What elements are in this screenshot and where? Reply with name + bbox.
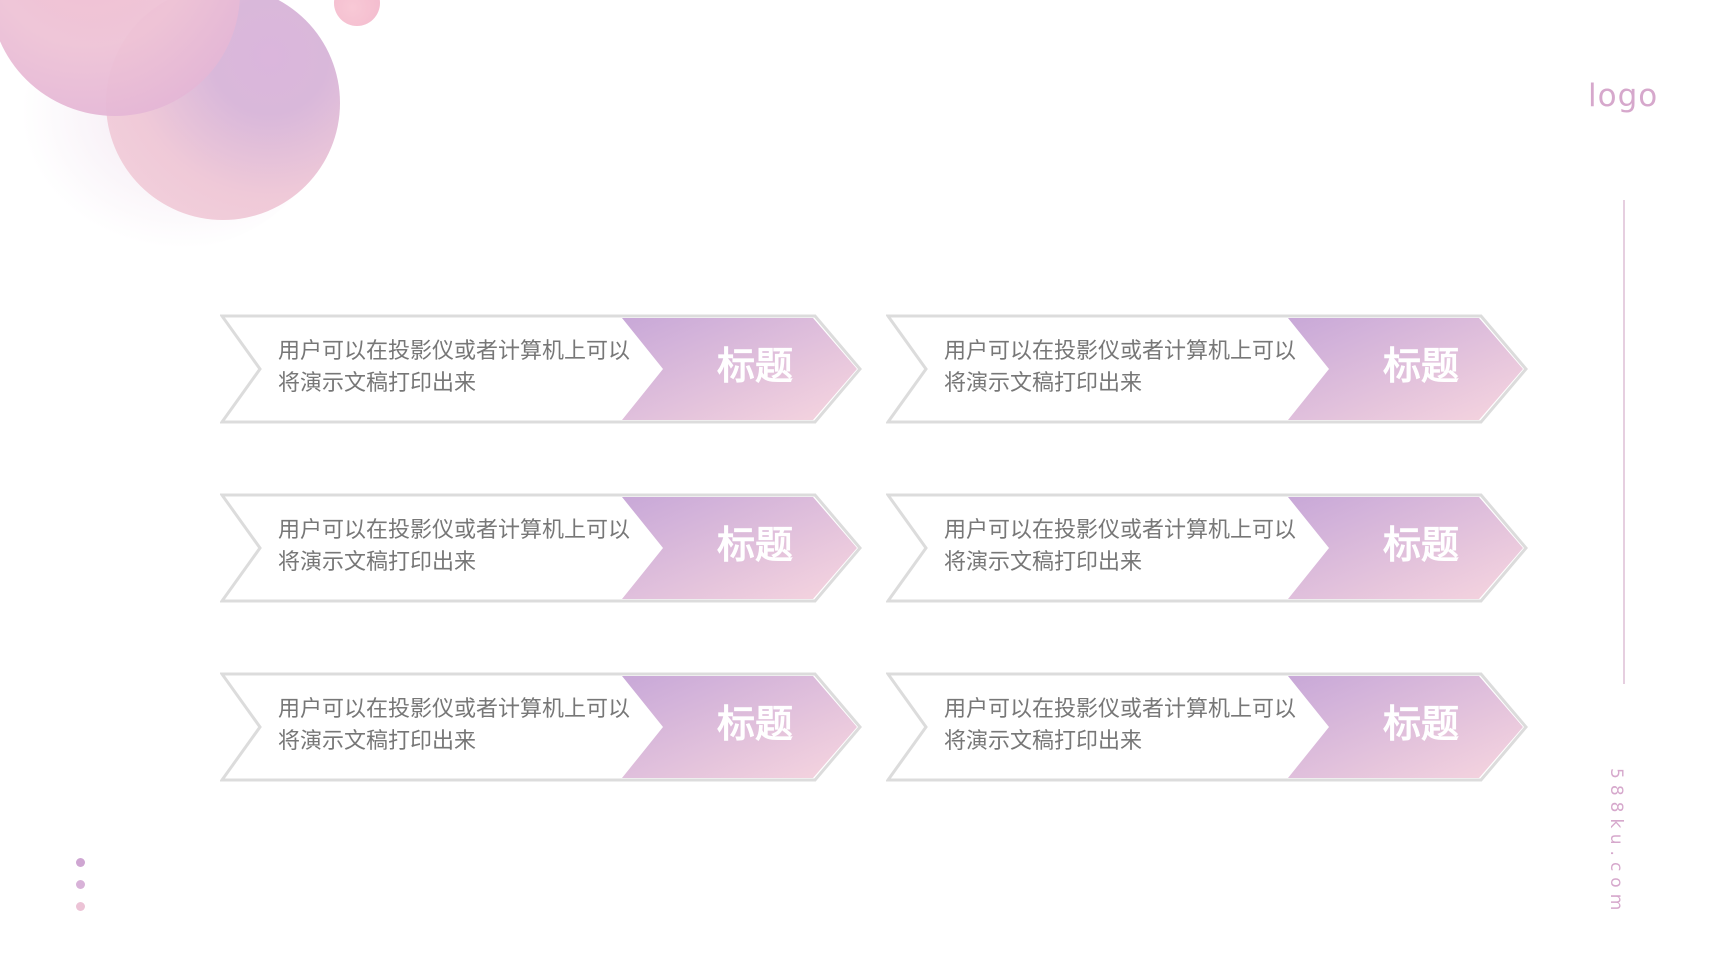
arrow-card: 用户可以在投影仪或者计算机上可以将演示文稿打印出来 标题 — [886, 493, 1528, 603]
arrow-card: 用户可以在投影仪或者计算机上可以将演示文稿打印出来 标题 — [886, 314, 1528, 424]
card-description: 用户可以在投影仪或者计算机上可以将演示文稿打印出来 — [944, 697, 1297, 754]
card-title: 标题 — [716, 702, 793, 746]
decorative-dot — [76, 902, 85, 911]
arrow-card: 用户可以在投影仪或者计算机上可以将演示文稿打印出来 标题 — [886, 672, 1528, 782]
arrow-card-shape — [886, 672, 1528, 782]
vertical-divider — [1623, 200, 1625, 684]
card-title: 标题 — [716, 344, 793, 388]
arrow-card-shape — [886, 493, 1528, 603]
card-title: 标题 — [1382, 702, 1459, 746]
card-title: 标题 — [716, 523, 793, 567]
card-title: 标题 — [1382, 523, 1459, 567]
site-watermark: 588ku.com — [1606, 768, 1626, 917]
decorative-dot — [76, 858, 85, 867]
logo: logo — [1588, 78, 1659, 114]
card-description: 用户可以在投影仪或者计算机上可以将演示文稿打印出来 — [944, 339, 1297, 396]
arrow-card: 用户可以在投影仪或者计算机上可以将演示文稿打印出来 标题 — [220, 672, 862, 782]
arrow-card-shape — [886, 314, 1528, 424]
arrow-card: 用户可以在投影仪或者计算机上可以将演示文稿打印出来 标题 — [220, 314, 862, 424]
decorative-circle-small — [334, 0, 380, 26]
decorative-dot — [76, 880, 85, 889]
card-description: 用户可以在投影仪或者计算机上可以将演示文稿打印出来 — [278, 697, 631, 754]
arrow-card-shape — [220, 493, 862, 603]
card-description: 用户可以在投影仪或者计算机上可以将演示文稿打印出来 — [944, 518, 1297, 575]
arrow-card: 用户可以在投影仪或者计算机上可以将演示文稿打印出来 标题 — [220, 493, 862, 603]
arrow-card-shape — [220, 314, 862, 424]
card-description: 用户可以在投影仪或者计算机上可以将演示文稿打印出来 — [278, 339, 631, 396]
card-description: 用户可以在投影仪或者计算机上可以将演示文稿打印出来 — [278, 518, 631, 575]
arrow-card-shape — [220, 672, 862, 782]
card-title: 标题 — [1382, 344, 1459, 388]
